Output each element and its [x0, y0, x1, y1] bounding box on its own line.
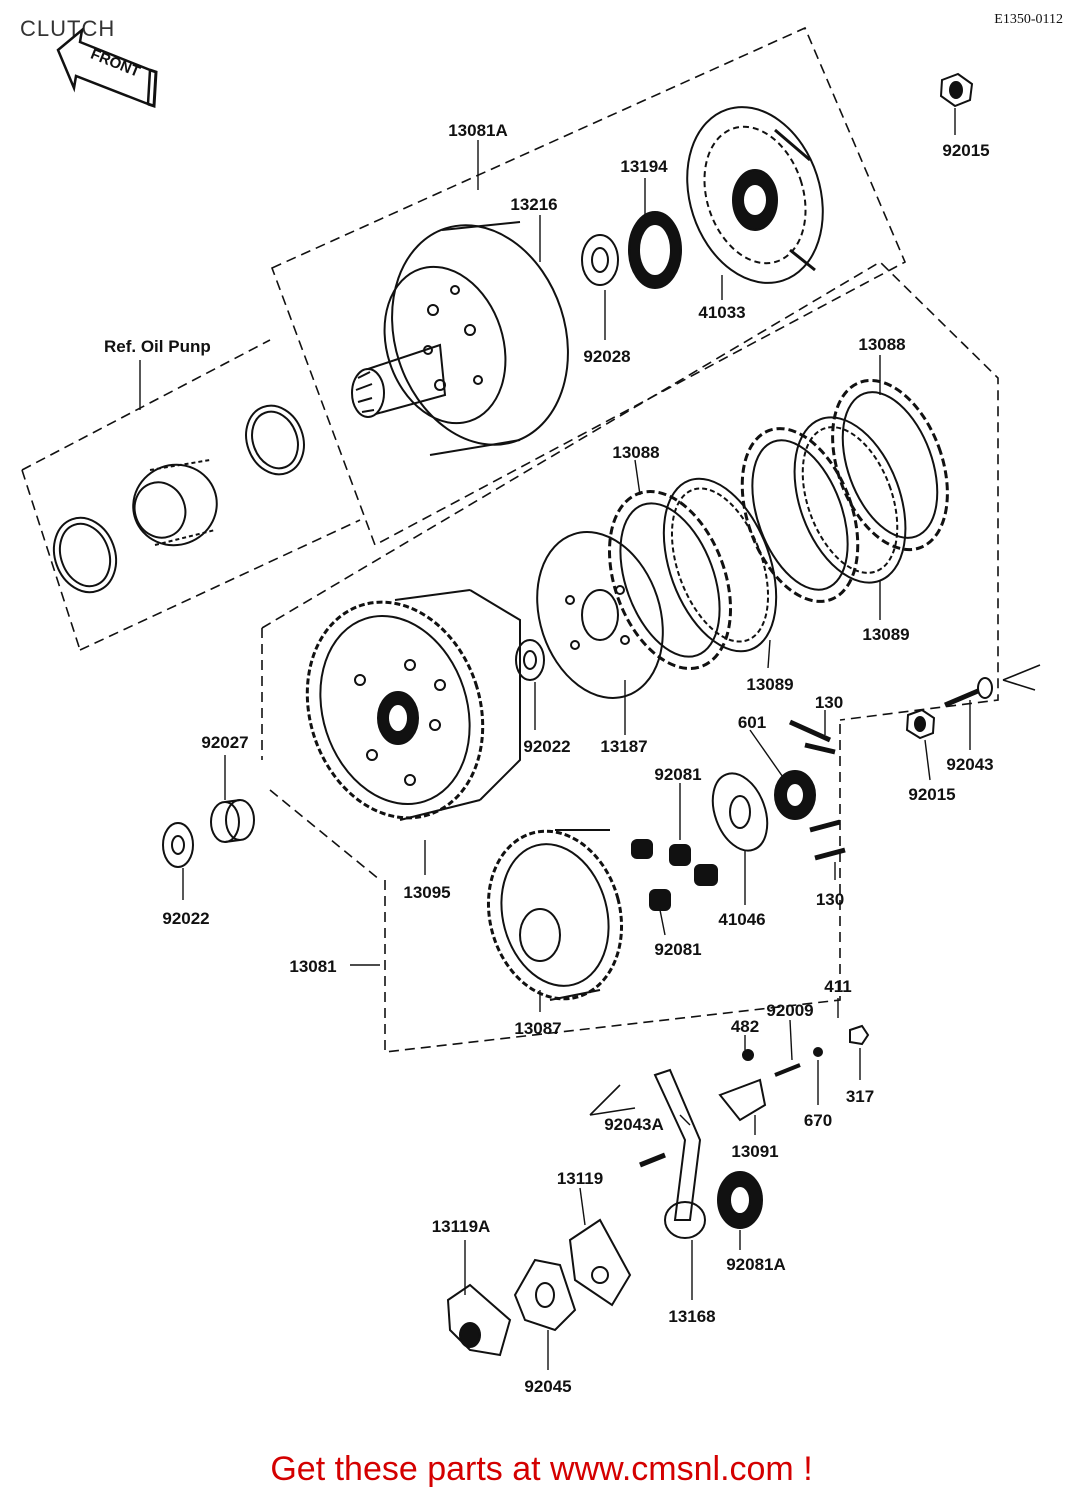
pin-92043A	[589, 1084, 666, 1168]
label-13119A: 13119A	[432, 1217, 491, 1236]
footer-promo-link[interactable]: Get these parts at www.cmsnl.com !	[270, 1450, 813, 1488]
label-13089-right: 13089	[862, 625, 909, 644]
cover-13119	[568, 1218, 632, 1307]
label-92081-bottom: 92081	[654, 940, 701, 959]
page-title: CLUTCH	[20, 16, 116, 41]
pressure-plate-13187	[536, 531, 664, 699]
plates-group-frame	[261, 260, 999, 1053]
label-92015-mid: 92015	[908, 785, 955, 804]
label-13095: 13095	[403, 883, 450, 902]
cover-13119A	[446, 1283, 512, 1357]
label-13216: 13216	[510, 195, 557, 214]
label-92027: 92027	[201, 733, 248, 752]
label-13168: 13168	[668, 1307, 715, 1326]
label-13087: 13087	[514, 1019, 561, 1038]
ring-seal-lower	[52, 516, 118, 594]
label-41046: 41046	[718, 910, 765, 929]
label-130-top: 130	[815, 693, 843, 712]
label-130-bottom: 130	[816, 890, 844, 909]
release-shaft-13168	[653, 1068, 706, 1239]
label-92043A: 92043A	[604, 1115, 664, 1134]
primary-gear-41033	[686, 106, 824, 284]
clutch-housing-drum	[351, 221, 569, 456]
label-601: 601	[738, 713, 766, 732]
label-41033: 41033	[698, 303, 745, 322]
spring-92081A	[717, 1171, 763, 1229]
clutch-plates	[607, 378, 949, 670]
bushing-92028	[581, 234, 619, 286]
clutch-exploded-diagram: FRONT	[21, 26, 1041, 1396]
label-13194: 13194	[620, 157, 668, 176]
label-ref-oil-pump: Ref. Oil Punp	[104, 337, 211, 356]
label-92028: 92028	[583, 347, 630, 366]
label-92081-top: 92081	[654, 765, 701, 784]
label-13187: 13187	[600, 737, 647, 756]
label-92022-mid: 92022	[523, 737, 570, 756]
washer-92022-left	[162, 822, 194, 868]
front-arrow-icon: FRONT	[56, 26, 158, 109]
label-92009: 92009	[766, 1001, 813, 1020]
label-92045: 92045	[524, 1377, 571, 1396]
label-13119: 13119	[557, 1169, 603, 1188]
clutch-spring	[631, 839, 718, 911]
small-nuts	[742, 1024, 870, 1061]
bolt-92043	[944, 664, 1041, 708]
washer-92022-mid	[515, 639, 545, 681]
clutch-hub-13087	[486, 829, 624, 1001]
gasket-92045	[513, 1258, 577, 1332]
clutch-basket-13095	[305, 589, 521, 821]
spacer-92027	[210, 799, 255, 843]
release-lever-13091	[718, 1063, 801, 1122]
oil-pump-gear	[132, 459, 218, 547]
label-13081A: 13081A	[448, 121, 508, 140]
ring-seal	[245, 404, 305, 476]
lifter-plate-41046	[711, 772, 769, 852]
label-92081A: 92081A	[726, 1255, 786, 1274]
leader-lines	[139, 108, 971, 1370]
label-482: 482	[731, 1017, 759, 1036]
label-92015-top: 92015	[942, 141, 989, 160]
label-317: 317	[846, 1087, 874, 1106]
label-92043: 92043	[946, 755, 993, 774]
oil-pump-frame	[21, 339, 361, 651]
housing-group-frame	[270, 26, 907, 547]
nut-92015-top	[939, 72, 974, 108]
label-92022-left: 92022	[162, 909, 209, 928]
nut-92015-mid	[905, 708, 936, 740]
bolts-130	[788, 719, 846, 861]
part-labels: 13081A 13216 13194 92015 41033 92028 Ref…	[104, 121, 994, 1396]
diagram-code: E1350-0112	[994, 12, 1063, 27]
label-670: 670	[804, 1111, 832, 1130]
bearing-601	[774, 770, 816, 820]
label-13089-mid: 13089	[746, 675, 793, 694]
label-13088-top: 13088	[858, 335, 905, 354]
label-13081: 13081	[289, 957, 336, 976]
bearing-13194	[628, 211, 682, 289]
label-411: 411	[824, 977, 851, 996]
label-13091: 13091	[731, 1142, 778, 1161]
label-13088-mid: 13088	[612, 443, 659, 462]
